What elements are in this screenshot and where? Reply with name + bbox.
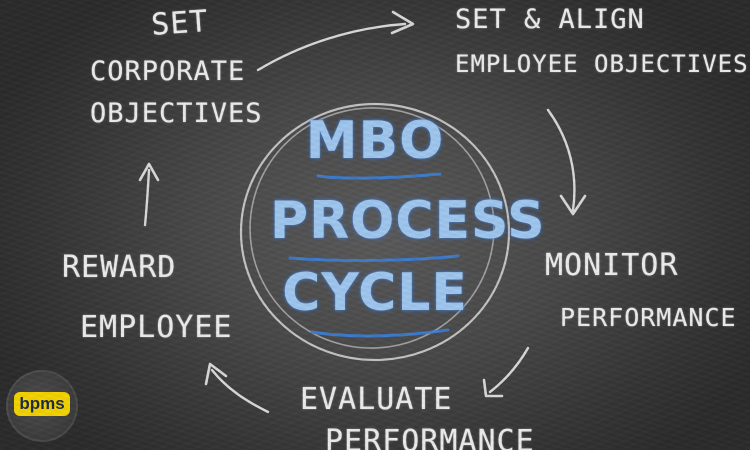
center-circle-outer xyxy=(239,102,511,362)
arrowhead-evaluate-to-reward xyxy=(204,362,228,386)
arrow-evaluate-to-reward xyxy=(210,368,270,414)
step-evaluate-line-1: EVALUATE xyxy=(300,382,453,417)
step-monitor-line-2: PERFORMANCE xyxy=(560,303,737,332)
step-evaluate-line-2: PERFORMANCE xyxy=(325,424,535,450)
step-reward-line-2: EMPLOYEE xyxy=(80,310,233,345)
center-underline-3 xyxy=(310,328,450,338)
step-set-corporate-line-3: OBJECTIVES xyxy=(90,98,263,129)
step-monitor-line-1: MONITOR xyxy=(545,248,679,283)
step-set-align-line-2: EMPLOYEE OBJECTIVES xyxy=(455,50,749,78)
arrowhead-corporate-to-align xyxy=(390,10,415,35)
arrow-align-to-monitor xyxy=(546,108,576,212)
center-title: MBO PROCESS CYCLE xyxy=(270,111,546,323)
center-title-line-3: CYCLE xyxy=(282,263,468,323)
arrow-reward-to-corporate xyxy=(143,168,151,227)
arrow-monitor-to-evaluate xyxy=(488,346,530,394)
center-title-line-1: MBO xyxy=(305,111,445,171)
arrowhead-align-to-monitor xyxy=(559,194,587,216)
step-set-align-line-1: SET & ALIGN xyxy=(455,4,645,35)
center-underline-1 xyxy=(316,172,442,180)
center-circle-inner xyxy=(249,107,495,349)
bpms-logo-text: bpms xyxy=(14,392,70,416)
center-underline-2 xyxy=(288,254,460,262)
arrowhead-monitor-to-evaluate xyxy=(482,378,504,398)
step-set-corporate-line-2: CORPORATE xyxy=(90,56,246,87)
arrowhead-reward-to-corporate xyxy=(138,162,160,182)
bpms-logo: bpms xyxy=(6,370,78,442)
step-set-corporate-line-1: SET xyxy=(150,4,210,43)
arrow-corporate-to-align xyxy=(256,22,407,72)
step-reward-line-1: REWARD xyxy=(62,250,177,285)
center-title-line-2: PROCESS xyxy=(270,191,546,251)
